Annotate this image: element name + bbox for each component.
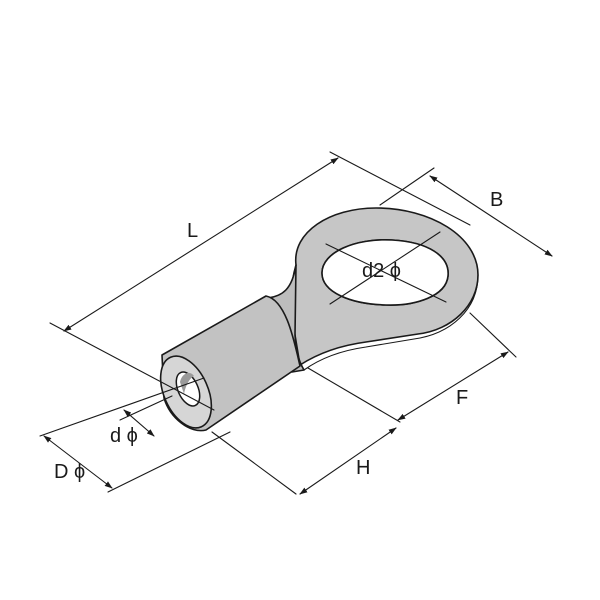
dim-H-line [299,427,397,495]
dim-D-line [43,435,113,489]
dim-B-line [429,175,553,257]
label-F: F [456,387,468,409]
label-B: B [490,189,503,211]
label-H: H [356,457,370,479]
label-d2: d2 ϕ [362,260,401,282]
label-L: L [187,220,198,242]
dim-L-line [63,157,339,332]
extension-lines [39,151,517,495]
ring-edge [303,274,479,371]
dim-F-line [397,351,509,421]
dim-d-line [123,409,155,437]
label-D: D ϕ [54,461,85,483]
label-d: d ϕ [110,425,138,447]
dimension-arrows [43,157,553,495]
